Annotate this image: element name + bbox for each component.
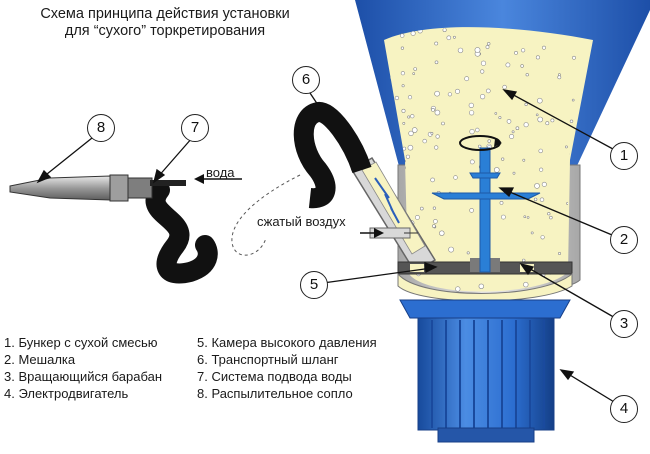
title-line-1: Схема принципа действия установки: [40, 6, 290, 22]
callout-4: 4: [610, 395, 638, 423]
legend-item: 5. Камера высокого давления: [197, 335, 377, 350]
nozzle-hose: [145, 180, 218, 284]
diagram-title: Схема принципа действия установки для “с…: [0, 6, 330, 40]
electric-motor: [417, 317, 555, 431]
callout-leaders: [36, 86, 625, 409]
legend-item: 1. Бункер с сухой смесью: [4, 335, 158, 350]
water-inlet: [150, 180, 186, 186]
callout-6: 6: [292, 66, 320, 94]
callout-8: 8: [87, 114, 115, 142]
motor-flange: [399, 299, 571, 319]
legend-item: 7. Система подвода воды: [197, 369, 352, 384]
title-line-2: для “сухого” торкретирования: [64, 23, 266, 39]
callout-1: 1: [610, 142, 638, 170]
spray-nozzle: [9, 175, 111, 201]
legend-left: 1. Бункер с сухой смесью 2. Мешалка 3. В…: [4, 334, 162, 402]
callout-5: 5: [300, 271, 328, 299]
callout-3: 3: [610, 310, 638, 338]
transport-hose: [293, 102, 372, 209]
water-label: вода: [206, 165, 235, 180]
legend-right: 5. Камера высокого давления 6. Транспорт…: [197, 334, 377, 402]
air-label: сжатый воздух: [257, 214, 346, 229]
legend-item: 2. Мешалка: [4, 352, 76, 367]
legend-item: 3. Вращающийся барабан: [4, 369, 163, 384]
legend-item: 4. Электродвигатель: [4, 386, 129, 401]
legend-item: 6. Транспортный шланг: [197, 352, 339, 367]
callout-2: 2: [610, 226, 638, 254]
legend-item: 8. Распылительное сопло: [197, 386, 353, 401]
agitator-shaft: [479, 147, 491, 273]
callout-7: 7: [181, 114, 209, 142]
